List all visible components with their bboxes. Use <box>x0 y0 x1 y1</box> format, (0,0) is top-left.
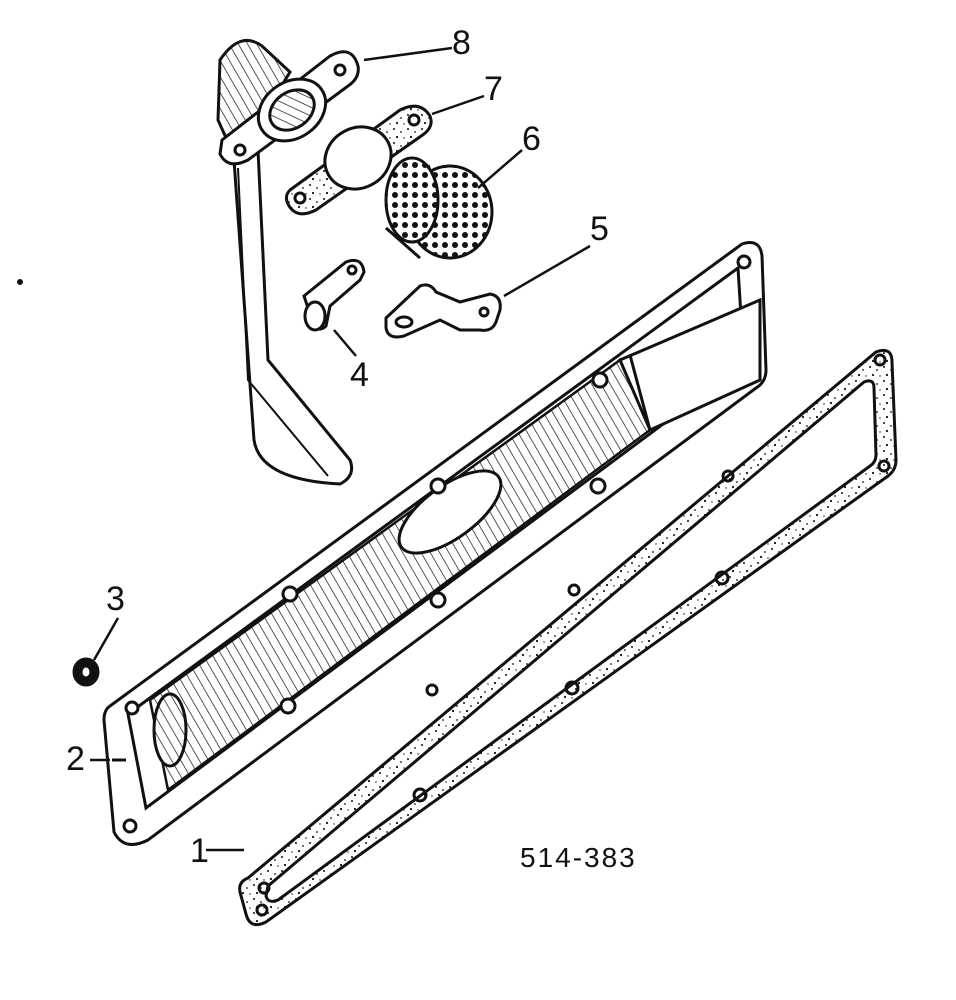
part-3-washer <box>74 659 98 685</box>
callout-5: 5 <box>590 210 609 248</box>
stray-dot <box>17 279 23 285</box>
leader-8 <box>364 48 452 60</box>
callout-1: 1 <box>190 832 209 870</box>
part-6-filter-element <box>386 158 492 258</box>
leader-3 <box>94 618 118 660</box>
leader-6 <box>478 150 522 188</box>
leader-7 <box>432 96 484 114</box>
part-5-bracket <box>386 285 500 337</box>
callout-2: 2 <box>66 740 85 778</box>
leader-lines <box>90 48 590 850</box>
reference-code: 514-383 <box>520 842 637 873</box>
leader-4 <box>334 330 356 356</box>
part-4-clip <box>304 260 364 330</box>
callout-3: 3 <box>106 580 125 618</box>
leader-5 <box>504 246 590 296</box>
part-1-gasket <box>240 350 896 924</box>
part-8-breather-pipe <box>218 40 358 484</box>
callout-4: 4 <box>350 356 369 394</box>
callout-6: 6 <box>522 120 541 158</box>
callout-8: 8 <box>452 24 471 62</box>
part-7-flange-gasket <box>286 106 431 214</box>
part-2-rocker-cover <box>104 243 766 845</box>
callout-7: 7 <box>484 70 503 108</box>
